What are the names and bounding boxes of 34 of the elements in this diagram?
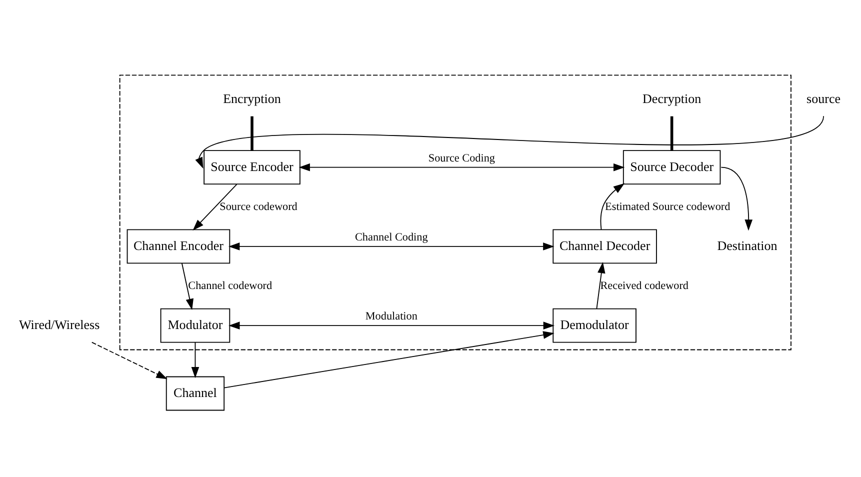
cluster	[119, 74, 792, 350]
node-box: Source Encoder	[204, 150, 300, 184]
edge-label: Channel Coding	[354, 230, 428, 243]
connector	[250, 116, 254, 150]
node-box: Channel Encoder	[126, 228, 230, 264]
arrow	[298, 162, 625, 171]
arrow	[224, 330, 554, 388]
arrow	[228, 242, 554, 250]
connector	[670, 116, 674, 150]
arrow	[600, 182, 625, 230]
node-text: Encryption	[223, 90, 281, 106]
edge-label: Channel codeword	[188, 279, 272, 292]
arrow	[195, 115, 824, 168]
arrow	[181, 262, 194, 310]
arrow	[596, 262, 606, 309]
edge-label: Estimated Source codeword	[605, 200, 730, 212]
node-box: Demodulator	[552, 308, 636, 342]
node-box: Modulator	[160, 308, 230, 342]
node-box: Channel	[166, 376, 225, 410]
node-text: Wired/Wireless	[19, 316, 100, 332]
edge-label: Received codeword	[600, 279, 689, 292]
node-box: Channel Decoder	[552, 228, 657, 264]
arrow	[720, 166, 753, 230]
edge-label: Source Coding	[428, 152, 495, 164]
node-text: source	[806, 90, 841, 106]
node-box: Source Decoder	[622, 150, 721, 184]
edge-label: Modulation	[365, 310, 418, 322]
arrow	[192, 183, 238, 230]
arrow	[191, 342, 200, 378]
node-text: Decryption	[642, 90, 702, 106]
node-text: Destination	[717, 237, 778, 252]
edge-label: Source codeword	[220, 200, 298, 212]
arrow	[228, 321, 555, 329]
arrow	[91, 341, 168, 379]
